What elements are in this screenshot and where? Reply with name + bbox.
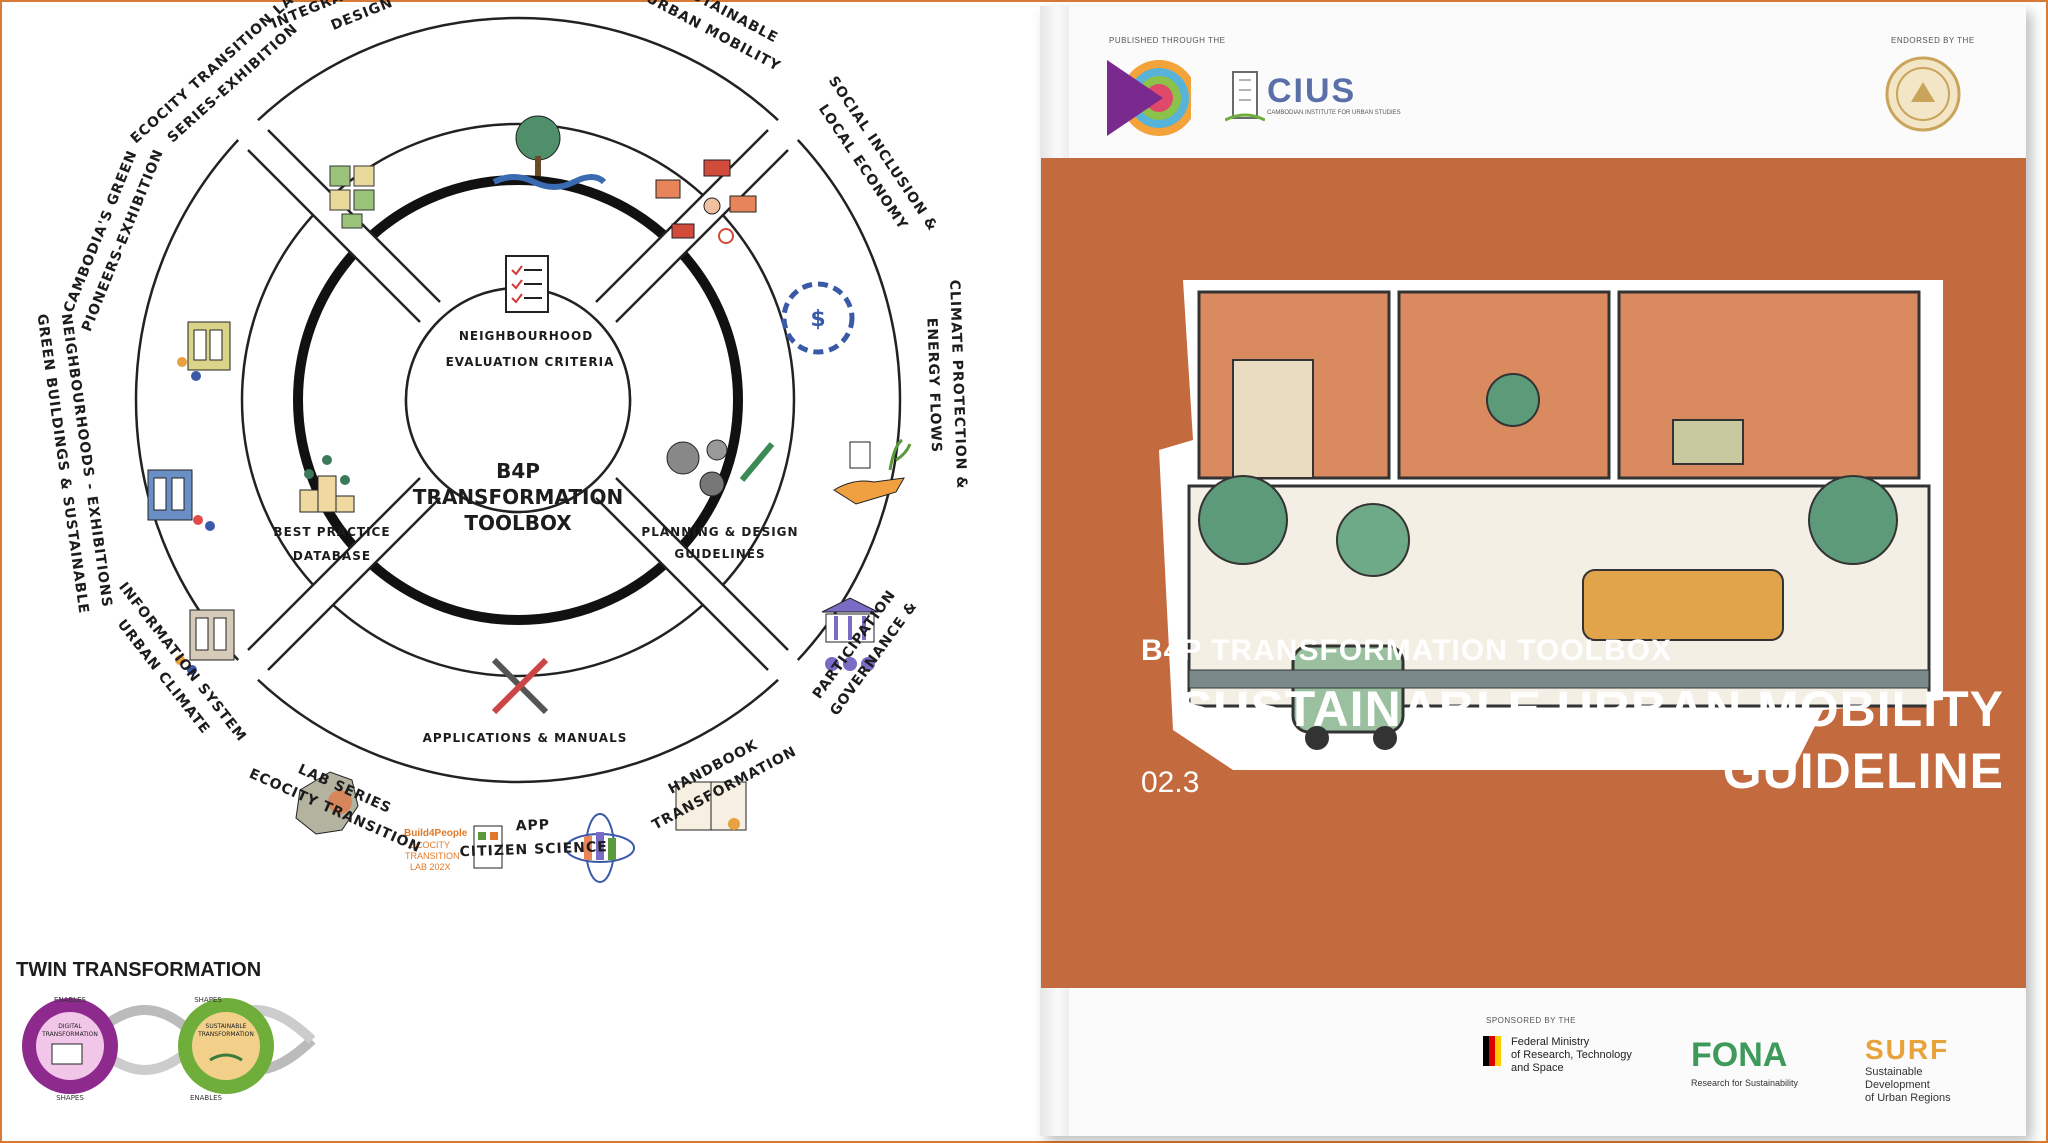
fona-sub: Research for Sustainability <box>1691 1078 1799 1088</box>
ecocity-logo-line3: TRANSITION <box>405 851 460 861</box>
twin-left-2: TRANSFORMATION <box>41 1031 98 1038</box>
endorsed-label: ENDORSED BY THE <box>1891 36 1975 45</box>
bmf-text: Federal Ministry of Research, Technology… <box>1511 1036 1632 1075</box>
twin-top-left: ENABLES <box>54 996 87 1004</box>
cover-title-line1: SUSTAINABLE URBAN MOBILITY <box>1178 681 2004 737</box>
outer-label-3-line2: ENERGY FLOWS <box>923 318 944 454</box>
outer-label-6-line2: APP <box>515 817 550 834</box>
bmf-line2: of Research, Technology <box>1511 1049 1632 1061</box>
book-cover: PUBLISHED THROUGH THE CIUS CAMBODIAN INS… <box>1040 6 2026 1136</box>
surf-logo: SURF <box>1865 1034 1950 1065</box>
ecocity-logo-line2: ECOCITY <box>410 840 450 850</box>
sep-edge <box>595 129 769 303</box>
cius-full: CAMBODIAN INSTITUTE FOR URBAN STUDIES <box>1267 110 1401 116</box>
exhibition-icon-3 <box>175 609 235 675</box>
surf-sub-line2: Development <box>1865 1079 1930 1091</box>
published-label: PUBLISHED THROUGH THE <box>1109 36 1226 45</box>
federal-eagle-icon <box>1483 1036 1501 1066</box>
citizen-science-icon <box>565 813 635 883</box>
twin-transformation: TWIN TRANSFORMATION DIGITAL TRANSFORMATI… <box>16 959 316 1102</box>
sep-edge <box>247 477 421 651</box>
ecocity-lab-logo: Build4People ECOCITY TRANSITION LAB 202X <box>404 825 503 872</box>
cover-number: 02.3 <box>1141 766 1200 799</box>
ecocity-logo-line1: Build4People <box>404 828 468 839</box>
money-cycle-icon: $ <box>781 281 855 355</box>
governance-icon <box>821 597 879 671</box>
climate-map-icon <box>295 771 359 835</box>
cover-footer: SPONSORED BY THE <box>1041 988 2026 1136</box>
b4p-logo <box>1107 60 1191 136</box>
sep-edge <box>267 497 441 671</box>
sep-edge <box>595 497 769 671</box>
tree-water-icon <box>492 115 607 190</box>
outer-label-3-line1: CLIMATE PROTECTION & <box>946 279 969 489</box>
surf-sub-line3: of Urban Regions <box>1865 1092 1951 1104</box>
center-title-1: B4P <box>496 459 540 483</box>
bmf-line1: Federal Ministry <box>1511 1036 1590 1048</box>
twin-top-right: SHAPES <box>194 996 222 1004</box>
mobility-icon <box>655 159 757 244</box>
cover-subtitle: B4P TRANSFORMATION TOOLBOX <box>1141 634 1673 667</box>
cover-illustration <box>1159 280 1943 770</box>
separator-edges <box>247 129 789 671</box>
fona-logo: FONA <box>1691 1036 1788 1074</box>
urban-design-icon <box>329 165 375 229</box>
twin-right-2: TRANSFORMATION <box>197 1031 254 1038</box>
quad-bottom-line1: APPLICATIONS & MANUALS <box>423 731 628 745</box>
sep-edge <box>615 149 789 323</box>
surf-sub: Sustainable Development of Urban Regions <box>1865 1066 1985 1105</box>
svg-text:$: $ <box>810 307 825 332</box>
cover-title-line2: GUIDELINE <box>1722 743 2004 799</box>
quad-right-line2: GUIDELINES <box>674 547 765 561</box>
quad-left-line1: BEST PRACTICE <box>273 525 390 539</box>
quad-top-line2: EVALUATION CRITERIA <box>446 355 615 369</box>
ecocity-logo-line4: LAB 202X <box>410 862 451 872</box>
center-title-3: TOOLBOX <box>464 511 572 535</box>
twin-left-1: DIGITAL <box>58 1023 82 1030</box>
bmf-line3: and Space <box>1511 1062 1564 1074</box>
quad-right-line1: PLANNING & DESIGN <box>641 525 798 539</box>
endorsement-seal <box>1885 56 1961 132</box>
book-handbook-icon <box>675 781 747 831</box>
exhibition-icon-2 <box>147 469 215 531</box>
checklist-icon <box>505 255 549 313</box>
quad-top-line1: NEIGHBOURHOOD <box>459 329 593 343</box>
sep-edge <box>615 477 789 651</box>
sep-edge <box>247 149 421 323</box>
cover-header: PUBLISHED THROUGH THE CIUS CAMBODIAN INS… <box>1041 6 2026 158</box>
cius-name: CIUS <box>1267 72 1357 110</box>
sponsored-label: SPONSORED BY THE <box>1486 1016 1576 1025</box>
toolbox-diagram: B4P TRANSFORMATION TOOLBOX NEIGHBOURHOOD… <box>16 0 969 1102</box>
twin-bottom-left: SHAPES <box>56 1094 84 1102</box>
podium-icon <box>299 455 355 513</box>
quad-left-line2: DATABASE <box>293 549 371 563</box>
hand-energy-icon <box>833 438 912 505</box>
center-title-2: TRANSFORMATION <box>413 485 623 509</box>
twin-bottom-right: ENABLES <box>190 1094 223 1102</box>
cover-title: SUSTAINABLE URBAN MOBILITY GUIDELINE <box>1144 678 2004 802</box>
tools-icon <box>491 657 549 715</box>
outer-label-6-line1: CITIZEN SCIENCE <box>459 839 608 860</box>
surf-sub-line1: Sustainable <box>1865 1066 1923 1078</box>
twin-title: TWIN TRANSFORMATION <box>16 959 261 981</box>
twin-right-1: SUSTAINABLE <box>206 1023 247 1030</box>
exhibition-icon-1 <box>177 321 231 381</box>
cius-building-icon <box>1225 71 1265 122</box>
cover-orange-panel <box>1041 158 2026 988</box>
gears-pencil-icon <box>666 439 775 497</box>
